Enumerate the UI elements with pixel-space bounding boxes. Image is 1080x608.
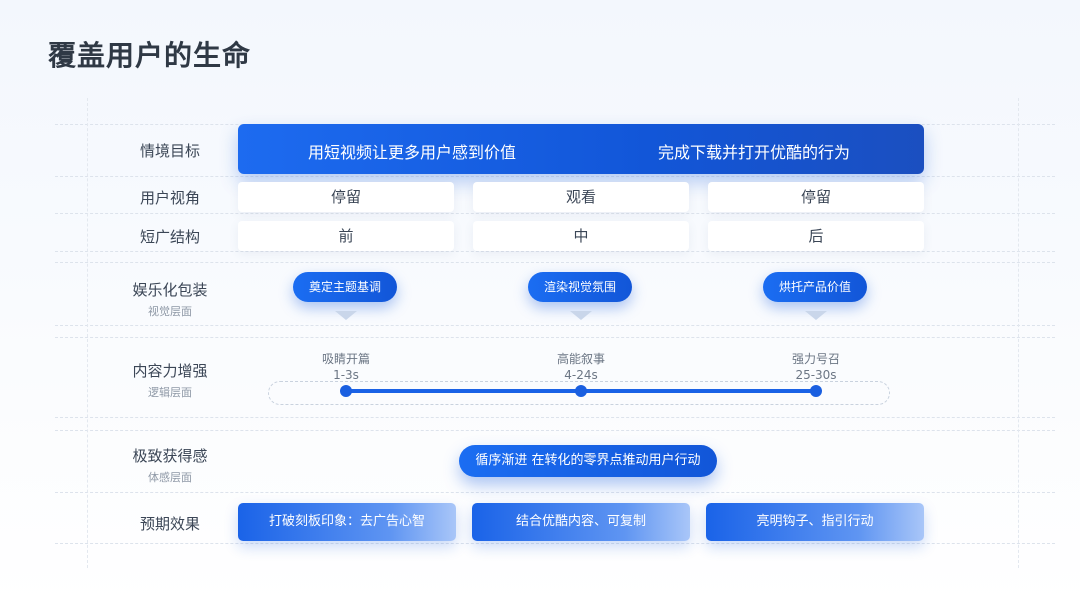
user-view-cell: 停留	[238, 182, 454, 212]
guide-line	[87, 98, 88, 568]
timeline-track	[268, 381, 890, 405]
page-title: 覆盖用户的生命	[48, 39, 252, 72]
row-label-text: 极致获得感	[132, 447, 208, 465]
timeline-dot	[575, 385, 587, 397]
row-label-structure: 短广结构	[139, 228, 200, 246]
row-sublabel: 逻辑层面	[148, 386, 192, 399]
guide-line	[55, 251, 1055, 252]
row-label-text: 娱乐化包装	[132, 281, 208, 299]
user-view-cell: 观看	[473, 182, 689, 212]
guide-line	[55, 337, 1055, 338]
row-label-scenario: 情境目标	[139, 142, 200, 160]
stage-label: 高能叙事 4-24s	[521, 351, 641, 383]
experience-pill: 循序渐进 在转化的零界点推动用户行动	[459, 445, 717, 477]
guide-line	[55, 430, 1055, 431]
row-label-experience: 极致获得感 体感层面	[95, 445, 245, 485]
stage-time: 1-3s	[333, 368, 359, 382]
guide-line	[55, 213, 1055, 214]
goal-text: 用短视频让更多用户感到价值	[308, 143, 517, 162]
guide-line	[55, 543, 1055, 544]
guide-line	[55, 325, 1055, 326]
timeline-dot	[810, 385, 822, 397]
guide-line	[55, 417, 1055, 418]
guide-line	[55, 176, 1055, 177]
guide-line	[55, 492, 1055, 493]
stage-label: 吸睛开篇 1-3s	[286, 351, 406, 383]
goal-bar: 用短视频让更多用户感到价值 完成下载并打开优酷的行为	[238, 124, 924, 174]
pointer-triangle	[335, 311, 357, 320]
user-view-cell: 停留	[708, 182, 924, 212]
timeline-dot	[340, 385, 352, 397]
structure-cell: 前	[238, 221, 454, 251]
stage-label: 强力号召 25-30s	[756, 351, 876, 383]
row-label-content: 内容力增强 逻辑层面	[95, 360, 245, 400]
guide-line	[1018, 98, 1019, 568]
row-label-text: 内容力增强	[132, 362, 208, 380]
stage-name: 高能叙事	[556, 352, 605, 366]
pointer-triangle	[805, 311, 827, 320]
entertainment-pill: 奠定主题基调	[293, 272, 398, 302]
stage-name: 吸睛开篇	[321, 352, 370, 366]
effect-box: 打破刻板印象：去广告心智	[238, 503, 456, 541]
stage-name: 强力号召	[791, 352, 840, 366]
row-sublabel: 体感层面	[148, 471, 192, 484]
entertainment-pill: 烘托产品价值	[763, 272, 868, 302]
goal-text: 完成下载并打开优酷的行为	[658, 143, 851, 162]
guide-line	[55, 262, 1055, 263]
stage-time: 25-30s	[795, 368, 837, 382]
entertainment-pill: 渲染视觉氛围	[528, 272, 633, 302]
pointer-triangle	[570, 311, 592, 320]
structure-cell: 中	[473, 221, 689, 251]
effect-box: 亮明钩子、指引行动	[706, 503, 924, 541]
effect-box: 结合优酷内容、可复制	[472, 503, 690, 541]
structure-cell: 后	[708, 221, 924, 251]
row-label-entertainment: 娱乐化包装 视觉层面	[95, 279, 245, 319]
row-sublabel: 视觉层面	[148, 305, 192, 318]
stage-time: 4-24s	[564, 368, 598, 382]
row-label-user-view: 用户视角	[139, 189, 200, 207]
row-label-effect: 预期效果	[139, 515, 200, 533]
